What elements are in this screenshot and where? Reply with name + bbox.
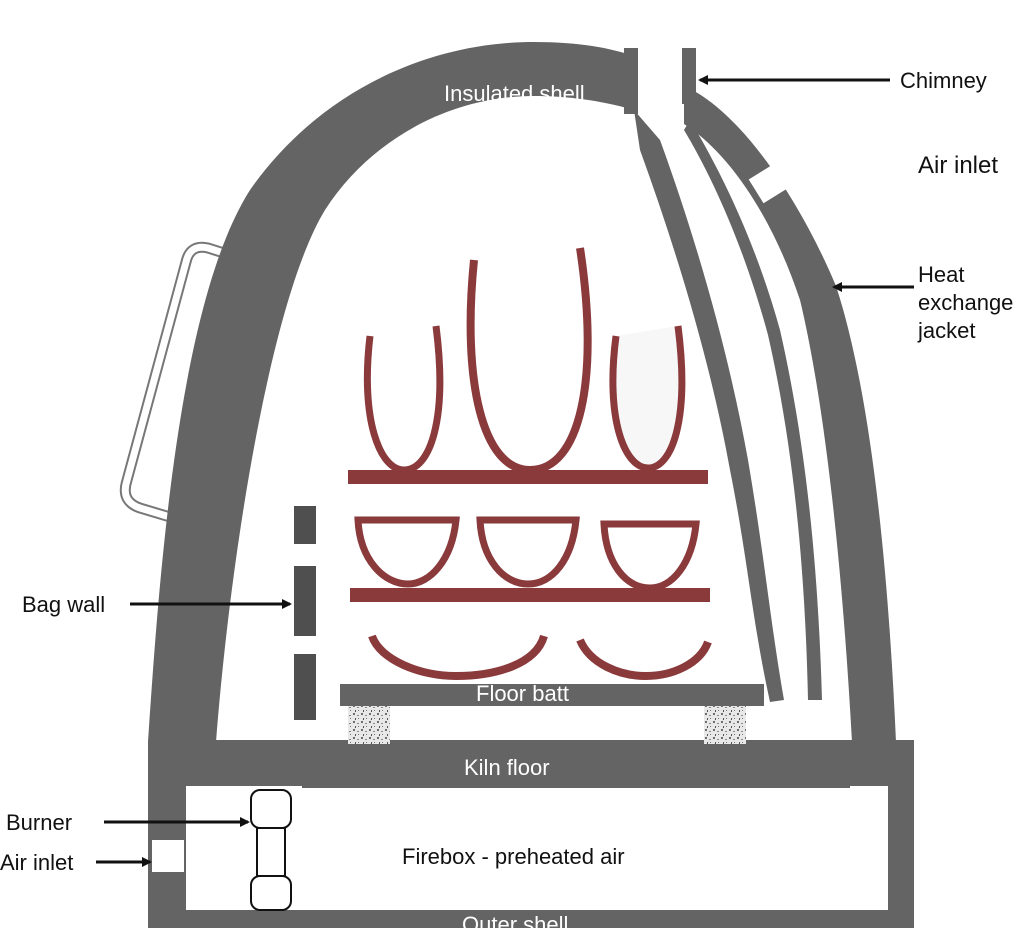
plate-left bbox=[368, 634, 548, 681]
jacket-inner-strip bbox=[684, 120, 822, 700]
label-floor-batt: Floor batt bbox=[476, 681, 569, 706]
heat-exchange-jacket-inner bbox=[634, 110, 784, 702]
label-air-inlet-top: Air inlet bbox=[918, 152, 998, 179]
burner-icon bbox=[250, 789, 292, 911]
label-chimney: Chimney bbox=[900, 68, 987, 93]
plate-right bbox=[576, 638, 712, 681]
handle-icon bbox=[119, 241, 248, 526]
label-air-inlet-bottom: Air inlet bbox=[0, 850, 73, 875]
shelf-lower bbox=[350, 588, 710, 602]
heat-exchange-jacket-outer bbox=[684, 86, 896, 742]
chimney-right-wall bbox=[682, 48, 696, 104]
batt-support-left bbox=[348, 706, 390, 744]
vase-right bbox=[612, 326, 682, 468]
top-air-inlet-opening bbox=[748, 164, 788, 204]
bottom-air-inlet-opening bbox=[152, 840, 184, 872]
label-heat-exchange-line3: jacket bbox=[917, 318, 975, 343]
label-burner: Burner bbox=[6, 810, 72, 835]
label-insulated-shell: Insulated shell bbox=[444, 81, 585, 106]
bowl-right bbox=[600, 520, 700, 592]
bag-wall bbox=[294, 506, 316, 720]
label-heat-exchange-line2: exchange bbox=[918, 290, 1013, 315]
shelf-upper bbox=[348, 470, 708, 484]
chimney-left-wall bbox=[624, 48, 638, 114]
label-heat-exchange-line1: Heat bbox=[918, 262, 964, 287]
bowl-center bbox=[476, 516, 580, 588]
floor-batt bbox=[340, 684, 764, 706]
batt-support-right bbox=[704, 706, 746, 744]
base-inner-white bbox=[186, 786, 888, 910]
insulated-shell bbox=[148, 42, 634, 742]
vase-left bbox=[363, 325, 444, 474]
label-firebox: Firebox - preheated air bbox=[402, 844, 625, 869]
kiln-floor bbox=[302, 744, 850, 788]
vase-center bbox=[466, 247, 592, 475]
bowl-left bbox=[354, 516, 460, 588]
label-kiln-floor: Kiln floor bbox=[464, 755, 550, 780]
label-bag-wall: Bag wall bbox=[22, 592, 105, 617]
label-outer-shell: Outer shell bbox=[462, 912, 568, 937]
base-left-divider bbox=[216, 742, 242, 786]
vase-right-outline bbox=[609, 325, 686, 472]
